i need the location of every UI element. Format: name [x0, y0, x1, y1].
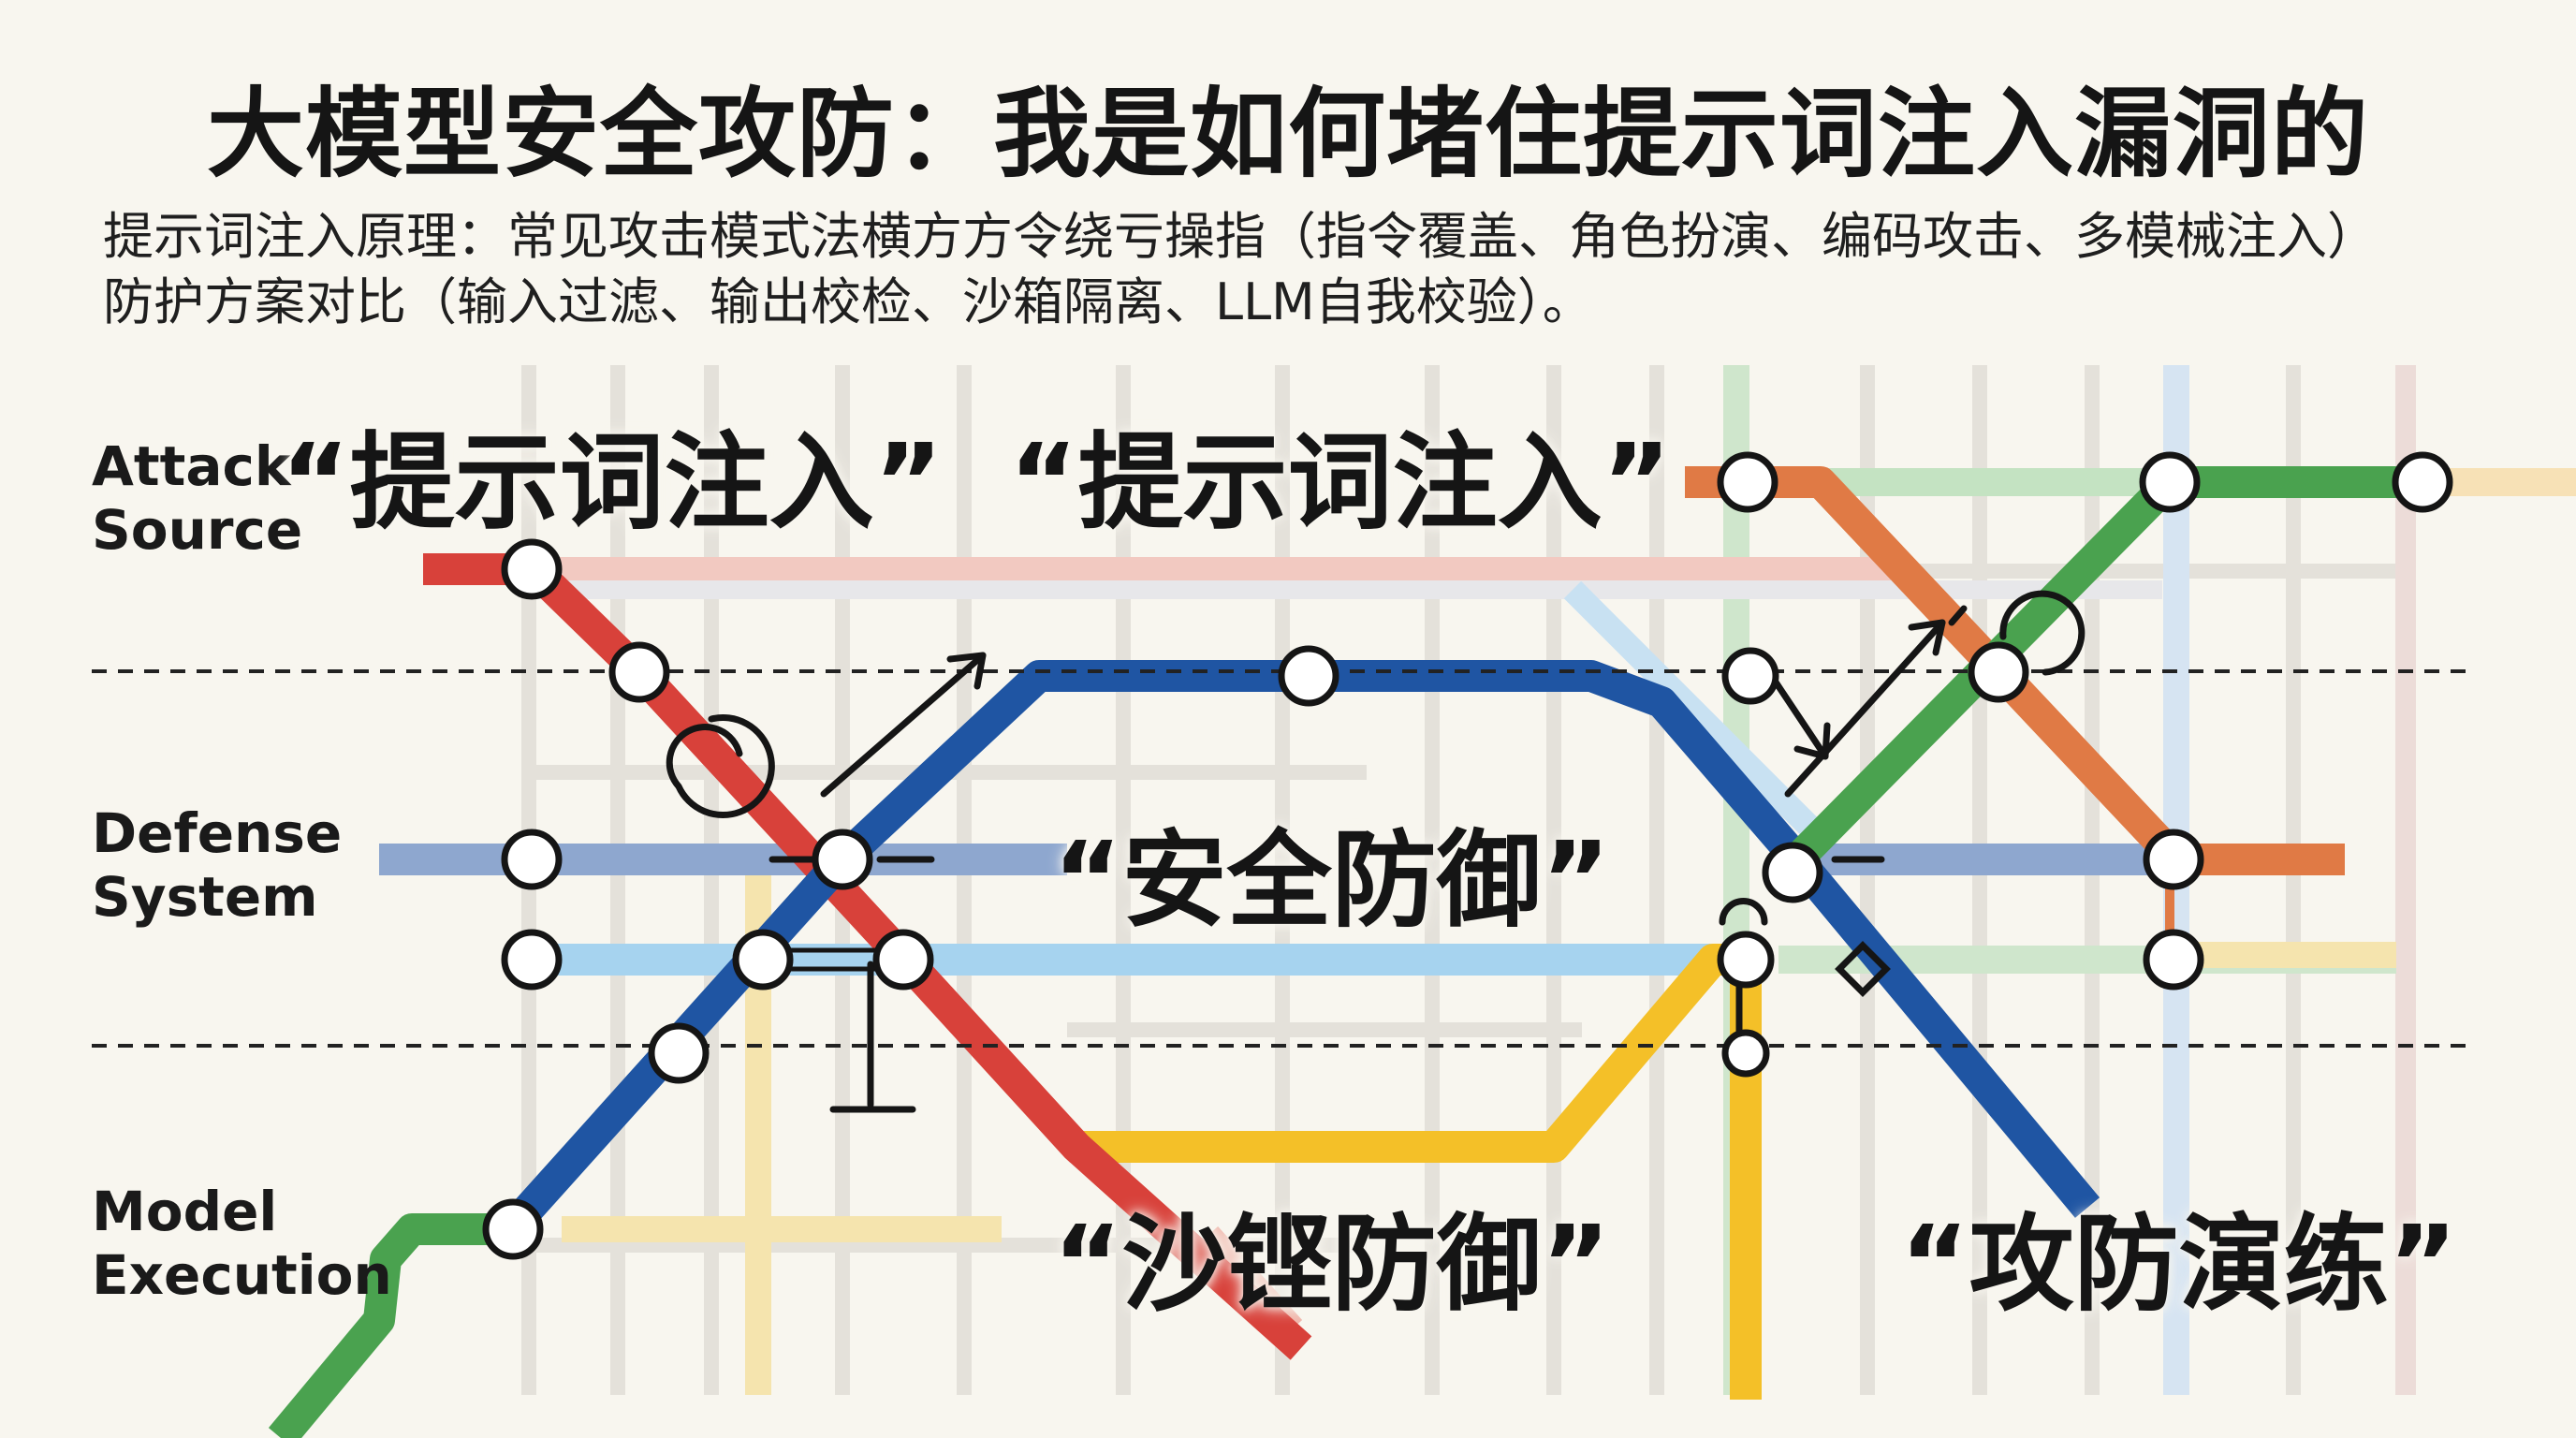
row-label-model-execution: Model Execution: [92, 1180, 392, 1307]
station-right-top-2: [2139, 451, 2201, 513]
page-title: 大模型安全攻防：我是如何堵住提示词注入漏洞的: [206, 77, 2369, 191]
station-right-defense: [1762, 842, 1823, 903]
station-attack-2: [608, 641, 670, 703]
station-blue-top: [1278, 645, 1339, 707]
stations: [482, 451, 2453, 1260]
label-security-defense: “安全防御”: [1053, 820, 1611, 942]
row-label-attack-source: Attack Source: [92, 434, 303, 562]
red-line: [522, 557, 1312, 1360]
label-prompt-injection-left: “提示词注入”: [281, 422, 944, 544]
station-right-lightblue: [2143, 929, 2204, 990]
station-interchange-b: [872, 929, 934, 990]
station-interchange-a: [732, 929, 794, 990]
station-right-cross: [1968, 641, 2029, 703]
station-defense-left-1: [501, 829, 563, 890]
station-right-top-1: [1717, 451, 1778, 513]
station-yellow-1: [1717, 931, 1775, 989]
label-attack-defense-drill: “攻防演练”: [1900, 1204, 2458, 1326]
row-label-defense-system: Defense System: [92, 801, 343, 929]
station-blue-lower: [648, 1022, 710, 1084]
green-line-left: [268, 1213, 510, 1438]
station-right-top-3: [2392, 451, 2453, 513]
subtitle-line-2: 防护方案对比（输入过滤、输出校检、沙箱隔离、LLM自我校验）。: [103, 272, 1593, 331]
station-defense-cross: [812, 829, 873, 890]
subtitle-line-1: 提示词注入原理：常见攻击模式法横方方令绕亏操指（指令覆盖、角色扮演、编码攻击、多…: [103, 207, 2378, 266]
yellow-line: [1076, 944, 1762, 1400]
station-attack-start: [501, 538, 563, 600]
station-defense-left-2: [501, 929, 563, 990]
label-prompt-injection-right: “提示词注入”: [1009, 422, 1672, 544]
label-sandbox-defense: “沙铿防御”: [1053, 1204, 1611, 1326]
station-yellow-2: [1721, 1029, 1770, 1078]
station-model-start: [482, 1198, 544, 1260]
station-right-orange: [2143, 829, 2204, 890]
station-right-attack: [1721, 647, 1779, 705]
